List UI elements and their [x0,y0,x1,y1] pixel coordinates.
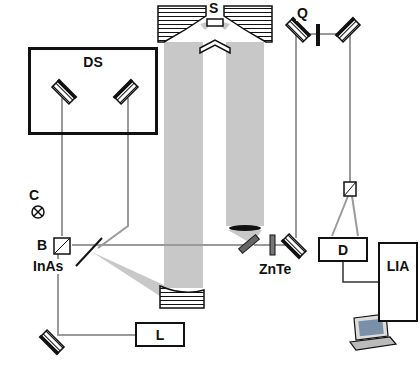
emitter-label: InAs [32,259,64,274]
signal-wire [343,262,378,282]
delay-stage-box: DS [28,47,158,135]
laser-box: L [135,322,185,347]
sample-label: S [208,1,219,16]
waveplate-label: Q [296,6,309,21]
box-label: D [338,242,348,258]
detector-box: D [318,237,368,262]
box-label: LIA [387,258,410,274]
lock-in-box: LIA [378,242,418,322]
splitter-label: B [36,238,48,253]
crystal-label: ZnTe [258,262,292,277]
chopper-label: C [28,188,40,203]
box-label: L [156,327,165,343]
box-label: DS [83,54,102,70]
